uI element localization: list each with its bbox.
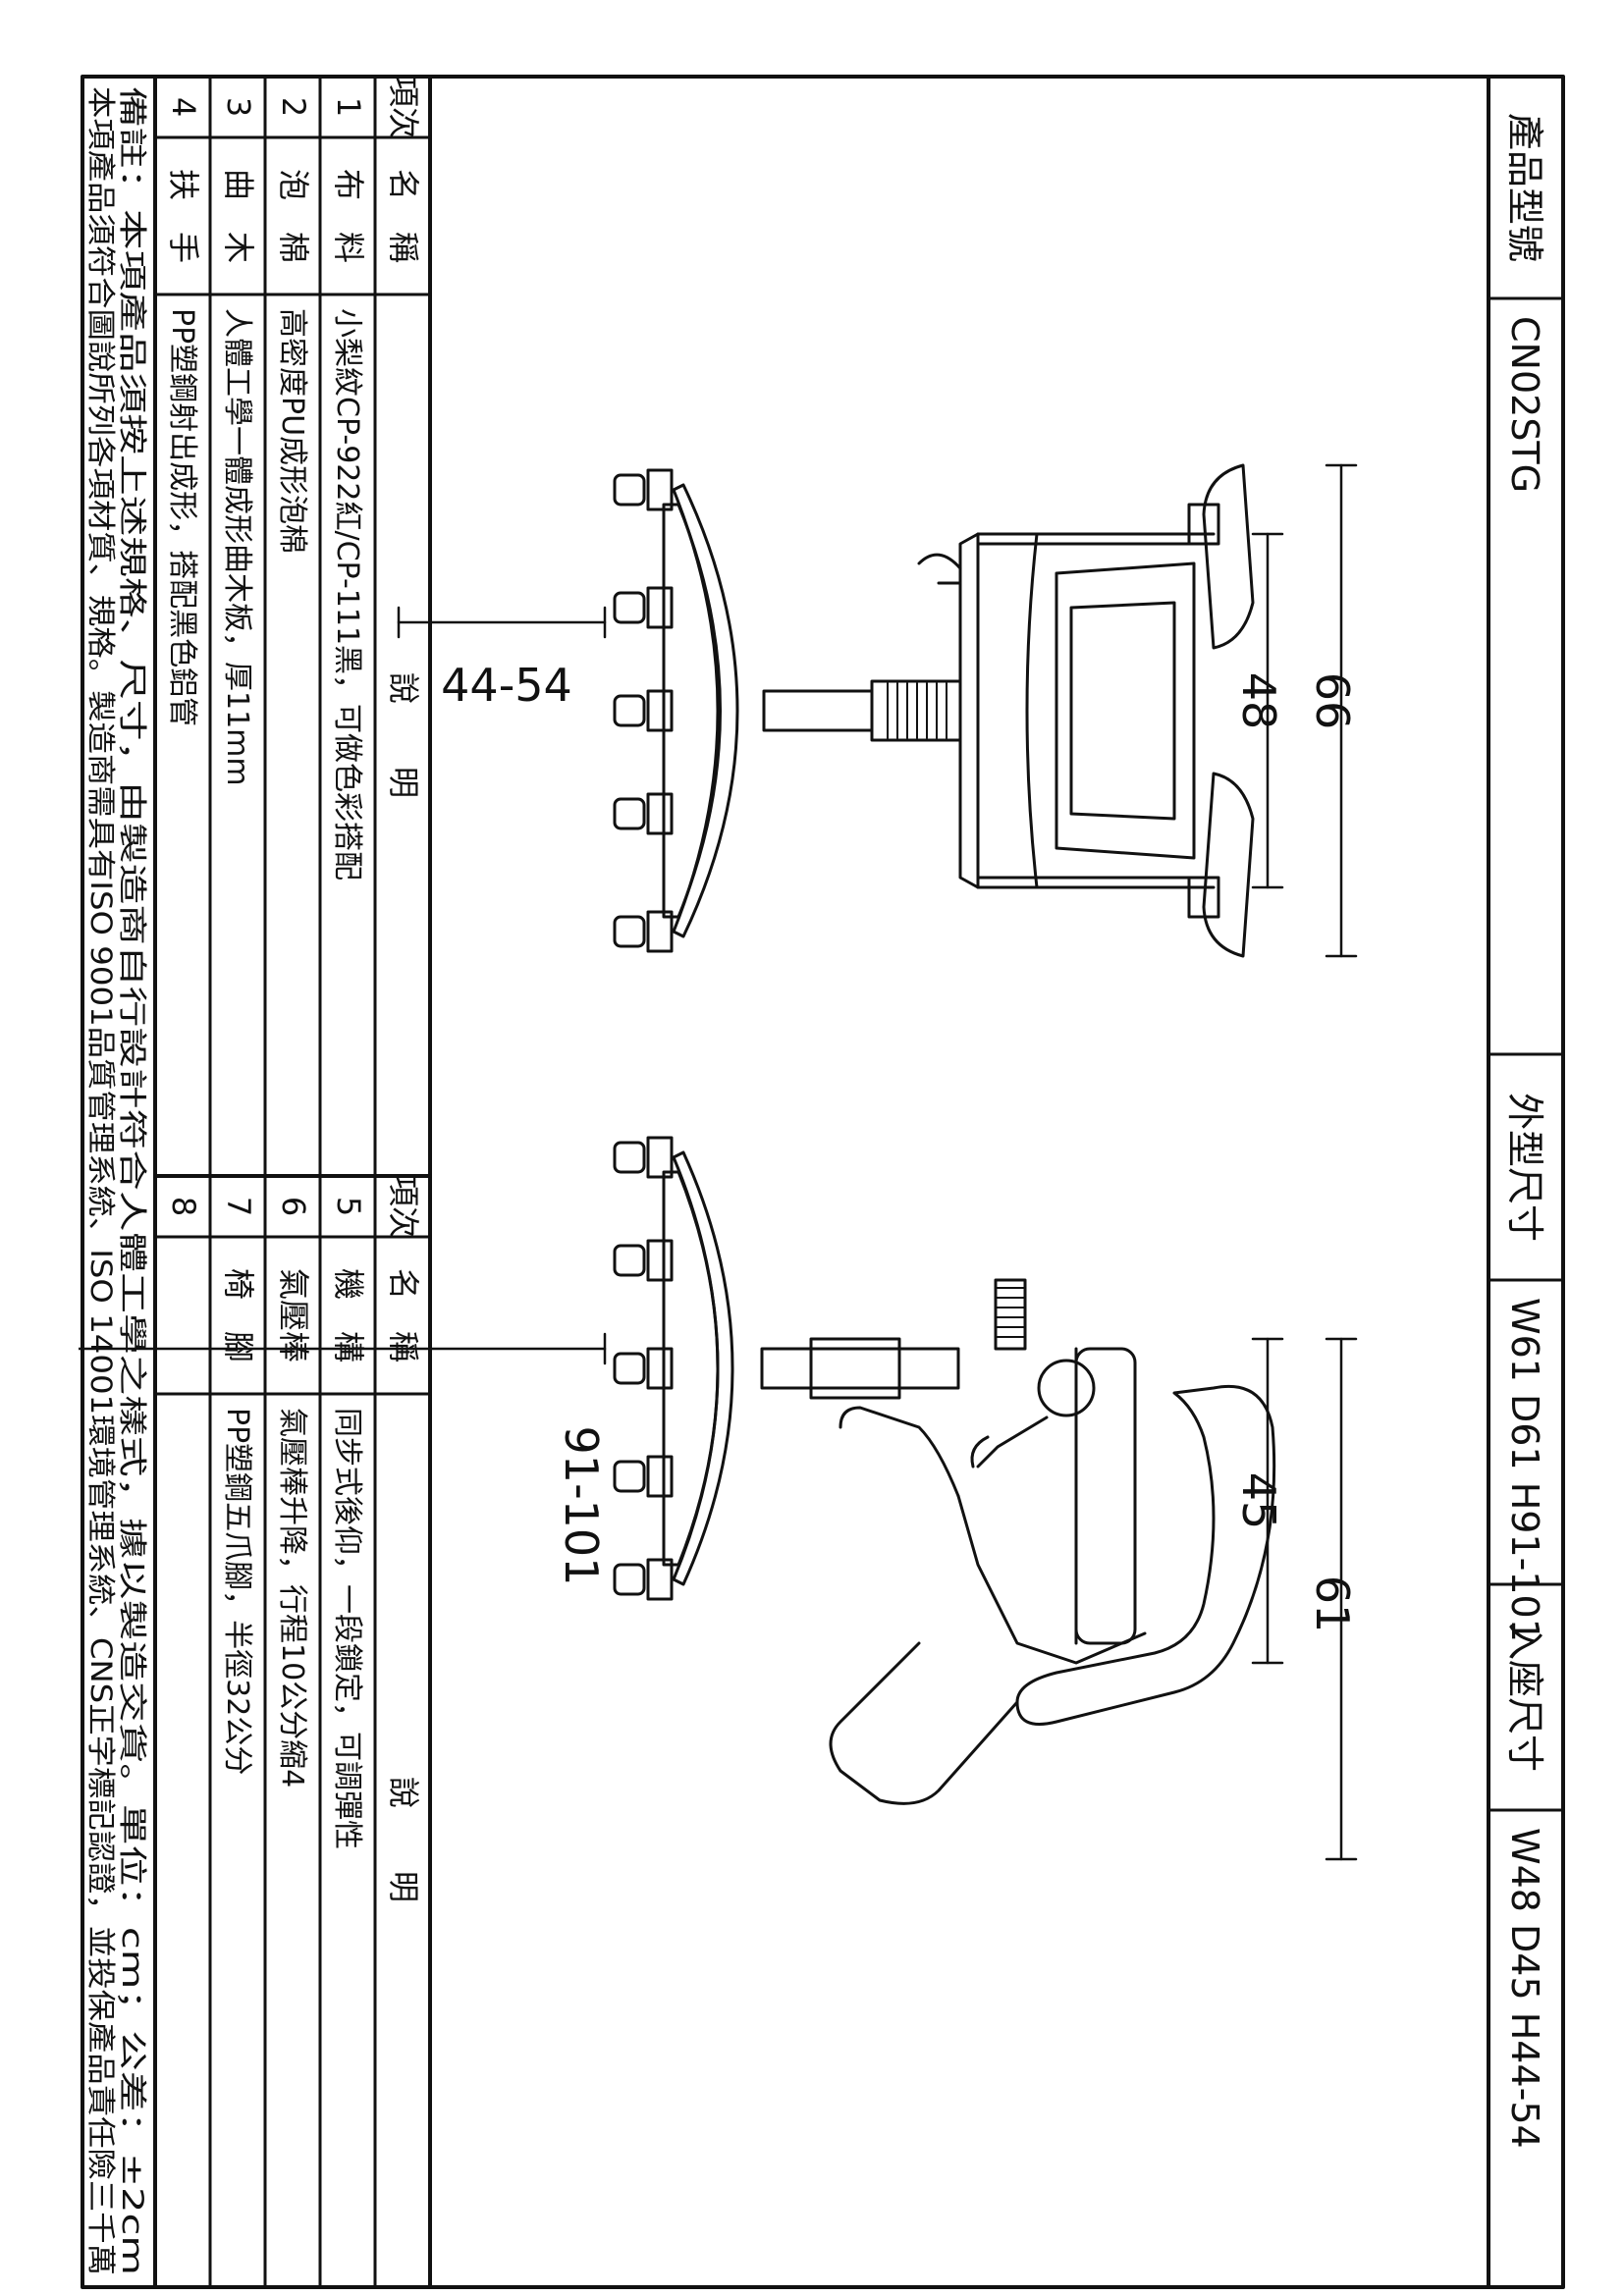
dim-front-44-54: 44-54 xyxy=(441,659,572,712)
row-7-no: 7 xyxy=(220,1197,257,1216)
sheet-border xyxy=(81,75,1565,2289)
model-label: 產品型號 xyxy=(1503,113,1546,262)
row-1-desc: 小梨紋CP-922紅/CP-111黑，可做色彩搭配 xyxy=(330,308,364,881)
row-6-no: 6 xyxy=(275,1197,312,1216)
table-header-name-left: 名 稱 xyxy=(385,169,422,263)
table-header-desc-right: 說 明 xyxy=(385,1777,422,1902)
row-2-name: 泡 棉 xyxy=(275,169,312,263)
row-2-no: 2 xyxy=(275,97,312,117)
row-8-no: 8 xyxy=(165,1197,202,1216)
row-5-name: 機 構 xyxy=(330,1268,367,1362)
drawing-sheet: 產品型號 CN02STG 外型尺寸 W61 D61 H91-101 入座尺寸 W… xyxy=(79,73,1567,2291)
seat-size-label: 入座尺寸 xyxy=(1503,1623,1546,1772)
front-view-chair xyxy=(613,463,1255,958)
row-4-no: 4 xyxy=(165,97,202,117)
row-3-name: 曲 木 xyxy=(220,169,257,263)
dim-side-91-101: 91-101 xyxy=(555,1426,608,1586)
table-header-name-right: 名 稱 xyxy=(385,1268,422,1362)
row-6-name: 氣壓棒 xyxy=(275,1268,312,1362)
row-7-desc: PP塑鋼五爪腳，半徑32公分 xyxy=(220,1408,254,1775)
row-1-no: 1 xyxy=(330,97,367,117)
row-5-desc: 同步式後仰，一段鎖定，可調彈性 xyxy=(330,1408,364,1849)
dim-front-48: 48 xyxy=(1232,672,1285,730)
row-4-desc: PP塑鋼射出成形，搭配黑色鋁管 xyxy=(165,308,199,726)
table-header-item-right: 項次 xyxy=(385,1175,422,1238)
row-4-name: 扶 手 xyxy=(165,169,202,263)
table-header-desc-left: 說 明 xyxy=(385,672,422,798)
row-3-no: 3 xyxy=(220,97,257,117)
row-5-no: 5 xyxy=(330,1197,367,1216)
drawing-svg: 產品型號 CN02STG 外型尺寸 W61 D61 H91-101 入座尺寸 W… xyxy=(79,75,1565,2289)
seat-size-value: W48 D45 H44-54 xyxy=(1503,1828,1546,2149)
notes-line-2: 本項產品須符合圖說所列各項材質、規格。製造商需具有ISO 9001品質管理系統、… xyxy=(84,86,118,2275)
outer-size-label: 外型尺寸 xyxy=(1503,1093,1546,1242)
row-1-name: 布 料 xyxy=(330,169,367,263)
front-dimensions xyxy=(397,463,1358,958)
dim-side-45: 45 xyxy=(1232,1472,1285,1530)
row-2-desc: 高密度PU成形泡棉 xyxy=(275,308,309,554)
notes-line-1: 備註：本項產品須按上述規格、尺寸，由製造商自行設計符合人體工學之樣式，據以製造交… xyxy=(116,86,149,2275)
side-dimensions xyxy=(79,1332,1358,1861)
dim-side-61: 61 xyxy=(1306,1575,1359,1633)
row-6-desc: 氣壓棒升降，行程10公分縮4 xyxy=(275,1408,309,1788)
dim-front-66: 66 xyxy=(1306,672,1359,730)
side-view-chair xyxy=(613,1136,1276,1805)
outer-size-value: W61 D61 H91-101 xyxy=(1503,1298,1546,1642)
row-3-desc: 人體工學一體成形曲木板，厚11mm xyxy=(220,308,254,786)
row-7-name: 椅 腳 xyxy=(220,1268,257,1362)
model-value: CN02STG xyxy=(1503,316,1546,493)
spec-table-grid xyxy=(153,75,432,2289)
table-header-item-left: 項次 xyxy=(385,76,422,138)
